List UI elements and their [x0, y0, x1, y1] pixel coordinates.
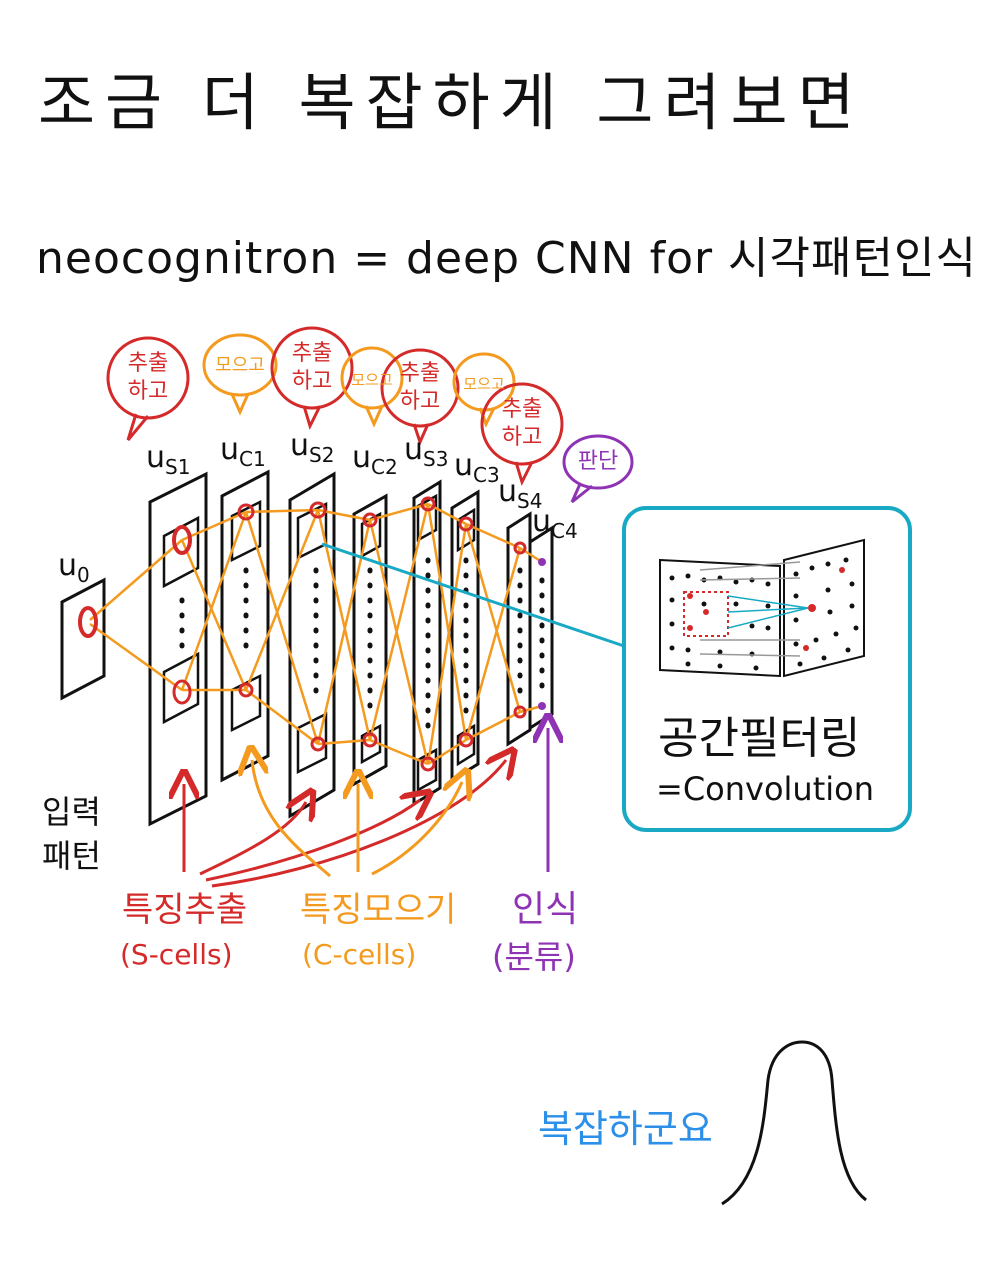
arrows-pool: [252, 760, 462, 878]
label-uc2: uC2: [352, 440, 398, 479]
comment-text: 복잡하군요: [538, 1107, 713, 1151]
bubble-extract-3: [380, 348, 460, 447]
bubble-extract-2: [270, 326, 354, 431]
label-uc4: uC4: [532, 504, 578, 543]
bubble-extract-1: [106, 336, 190, 441]
output-nodes: [538, 558, 546, 710]
layer-u0: [60, 577, 106, 701]
bubble-extract-text-1: 추출 하고: [127, 351, 169, 404]
ellipsis-dots: [179, 557, 545, 743]
label-us4: uS4: [498, 474, 543, 513]
bubble-extract-4: [480, 382, 564, 487]
filter-title: 공간필터링: [658, 713, 861, 764]
bubble-pool-text-3: 모으고: [463, 375, 505, 393]
callout-line: [321, 542, 625, 648]
bubble-pool-1: [202, 333, 278, 416]
layer-planes: [60, 469, 554, 827]
label-uc3: uC3: [454, 448, 500, 487]
bubble-extract-text-2: 추출 하고: [291, 341, 333, 394]
bubble-extract-text-3: 추출 하고: [399, 361, 441, 414]
bubble-judge: [562, 434, 634, 504]
subtitle: neocognitron = deep CNN for 시각패턴인식: [36, 233, 977, 284]
bubble-pool-2: [340, 346, 404, 428]
filter-box: [622, 506, 912, 832]
classification-label: (분류): [492, 938, 576, 976]
bubble-pool-text-2: 모으고: [351, 371, 393, 389]
label-u0: u0: [58, 548, 90, 587]
nodes: [78, 496, 527, 772]
person-silhouette: [721, 1040, 867, 1206]
bubble-judge-text: 판단: [577, 449, 619, 474]
label-us1: uS1: [146, 440, 191, 479]
label-us3: uS3: [404, 432, 449, 471]
feature-pool-label: 특징모으기: [300, 890, 457, 930]
connections: [89, 502, 543, 766]
convolution-illustration: [659, 538, 865, 678]
arrows-extract: [184, 760, 506, 888]
filter-equation: =Convolution: [656, 770, 874, 808]
recognition-label: 인식: [512, 889, 579, 930]
bubble-extract-text-4: 추출 하고: [501, 397, 543, 450]
input-pattern-label: 입력 패턴: [42, 793, 101, 875]
c-cells-label: (C-cells): [302, 938, 417, 971]
bubble-pool-text-1: 모으고: [215, 355, 265, 376]
page-title: 조금 더 복잡하게 그려보면: [38, 66, 865, 139]
label-uc1: uC1: [220, 432, 266, 471]
s-cells-label: (S-cells): [120, 938, 233, 971]
label-us2: uS2: [290, 428, 335, 467]
feature-extract-label: 특징추출: [122, 890, 248, 930]
